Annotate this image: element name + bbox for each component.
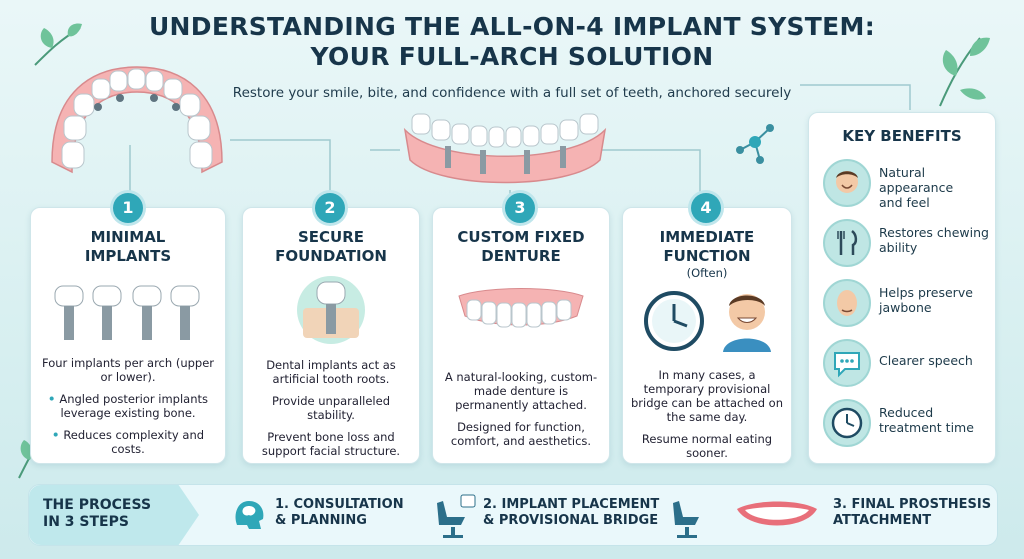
step-title-line: MINIMAL xyxy=(90,228,166,246)
process-bar: THE PROCESS IN 3 STEPS 1. CONSULTATION &… xyxy=(28,484,998,546)
step-card-custom-fixed-denture: CUSTOM FIXED DENTURE A natural-looking, … xyxy=(432,207,610,464)
step-title-line: IMMEDIATE xyxy=(659,228,755,246)
upper-arch-implant-icon xyxy=(51,66,223,174)
step-title-line: FOUNDATION xyxy=(275,247,387,265)
step-description: Four implants per arch (upper or lower).… xyxy=(37,356,219,464)
step-title-line: FUNCTION xyxy=(663,247,751,265)
step-description: A natural-looking, custom-made denture i… xyxy=(439,370,603,456)
benefit-item: Reduced treatment time xyxy=(823,399,987,451)
step-text: A natural-looking, custom-made denture i… xyxy=(444,370,598,412)
leaf-decoration-icon xyxy=(939,37,990,107)
process-heading-block xyxy=(29,485,199,545)
benefit-item: Helps preserve jawbone xyxy=(823,279,987,331)
benefit-label: Reduced treatment time xyxy=(879,405,974,435)
step-card-secure-foundation: SECURE FOUNDATION Dental implants act as… xyxy=(242,207,420,464)
page-subtitle: Restore your smile, bite, and confidence… xyxy=(232,85,792,101)
process-step-line: 3. FINAL PROSTHESIS xyxy=(833,497,992,512)
step-note: (Often) xyxy=(686,266,728,280)
step-text: In many cases, a temporary provisional b… xyxy=(631,368,783,424)
step-title-line: CUSTOM FIXED xyxy=(457,228,585,246)
speech-bubble-icon xyxy=(823,339,871,387)
benefit-label: Natural appearance and feel xyxy=(879,165,954,210)
molecule-icon xyxy=(736,124,774,164)
title-line-1: UNDERSTANDING THE ALL-ON-4 IMPLANT SYSTE… xyxy=(148,12,876,41)
step-title: CUSTOM FIXED DENTURE xyxy=(433,228,609,266)
key-benefits-panel: KEY BENEFITS Natural appearance and feel… xyxy=(808,112,996,464)
step-badge-4: 4 xyxy=(691,193,721,223)
implant-in-bone-icon xyxy=(297,276,365,344)
benefit-label: Helps preserve jawbone xyxy=(879,285,973,315)
leaf-decoration-icon xyxy=(34,23,82,66)
fixed-denture-icon xyxy=(458,288,584,328)
step-bullet: Angled posterior implants leverage exist… xyxy=(37,392,219,420)
process-step-line: 2. IMPLANT PLACEMENT xyxy=(483,497,660,512)
step-badge-1: 1 xyxy=(113,193,143,223)
process-step-1: 1. CONSULTATION & PLANNING xyxy=(275,497,404,529)
page-title: UNDERSTANDING THE ALL-ON-4 IMPLANT SYSTE… xyxy=(0,12,1024,72)
dental-chair-icon xyxy=(437,494,476,538)
step-title: MINIMAL IMPLANTS xyxy=(31,228,225,266)
benefit-item: Clearer speech xyxy=(823,339,987,391)
step-text: Dental implants act as artificial tooth … xyxy=(266,358,396,386)
step-badge-2: 2 xyxy=(315,193,345,223)
process-step-line: & PROVISIONAL BRIDGE xyxy=(483,513,659,528)
process-step-line: & PLANNING xyxy=(275,513,367,528)
brain-head-icon xyxy=(235,501,264,529)
dental-chair-icon xyxy=(673,501,699,538)
benefit-item: Restores chewing ability xyxy=(823,219,989,271)
process-step-3: 3. FINAL PROSTHESIS ATTACHMENT xyxy=(833,497,991,529)
step-title: IMMEDIATE FUNCTION (Often) xyxy=(623,228,791,281)
step-text: Prevent bone loss and support facial str… xyxy=(261,430,401,458)
step-text: Resume normal eating sooner. xyxy=(641,432,773,460)
process-step-line: 1. CONSULTATION xyxy=(275,497,404,512)
benefit-label: Restores chewing ability xyxy=(879,225,989,255)
step-text: Four implants per arch (upper or lower). xyxy=(41,356,215,384)
smiling-patient-icon xyxy=(723,294,771,352)
process-heading-line: IN 3 STEPS xyxy=(43,514,129,530)
step-title: SECURE FOUNDATION xyxy=(243,228,419,266)
benefit-item: Natural appearance and feel xyxy=(823,159,987,211)
step-badge-3: 3 xyxy=(505,193,535,223)
step-description: Dental implants act as artificial tooth … xyxy=(249,358,413,466)
step-title-line: IMPLANTS xyxy=(84,247,172,265)
process-step-2: 2. IMPLANT PLACEMENT & PROVISIONAL BRIDG… xyxy=(483,497,659,529)
step-card-minimal-implants: MINIMAL IMPLANTS Four implants per arch … xyxy=(30,207,226,464)
face-profile-icon xyxy=(823,279,871,327)
step-title-line: SECURE xyxy=(297,228,365,246)
process-step-line: ATTACHMENT xyxy=(833,513,932,528)
step-bullet: Reduces complexity and costs. xyxy=(37,428,219,456)
clock-icon xyxy=(823,399,871,447)
benefit-label: Clearer speech xyxy=(879,353,973,368)
smiling-face-icon xyxy=(823,159,871,207)
smile-teeth-icon xyxy=(737,501,817,526)
process-heading-line: THE PROCESS xyxy=(43,497,152,513)
key-benefits-title: KEY BENEFITS xyxy=(842,127,962,145)
implants-row-icon xyxy=(54,285,200,340)
step-text: Provide unparalleled stability. xyxy=(271,394,390,422)
process-heading: THE PROCESS IN 3 STEPS xyxy=(43,497,151,531)
step-text: Designed for function, comfort, and aest… xyxy=(450,420,592,448)
step-card-immediate-function: IMMEDIATE FUNCTION (Often) In many cases… xyxy=(622,207,792,464)
fork-knife-icon xyxy=(823,219,871,267)
title-line-2: YOUR FULL-ARCH SOLUTION xyxy=(310,42,714,71)
clock-icon xyxy=(644,291,704,351)
step-description: In many cases, a temporary provisional b… xyxy=(629,368,785,468)
lower-arch-implant-icon xyxy=(403,113,607,184)
step-title-line: DENTURE xyxy=(481,247,561,265)
